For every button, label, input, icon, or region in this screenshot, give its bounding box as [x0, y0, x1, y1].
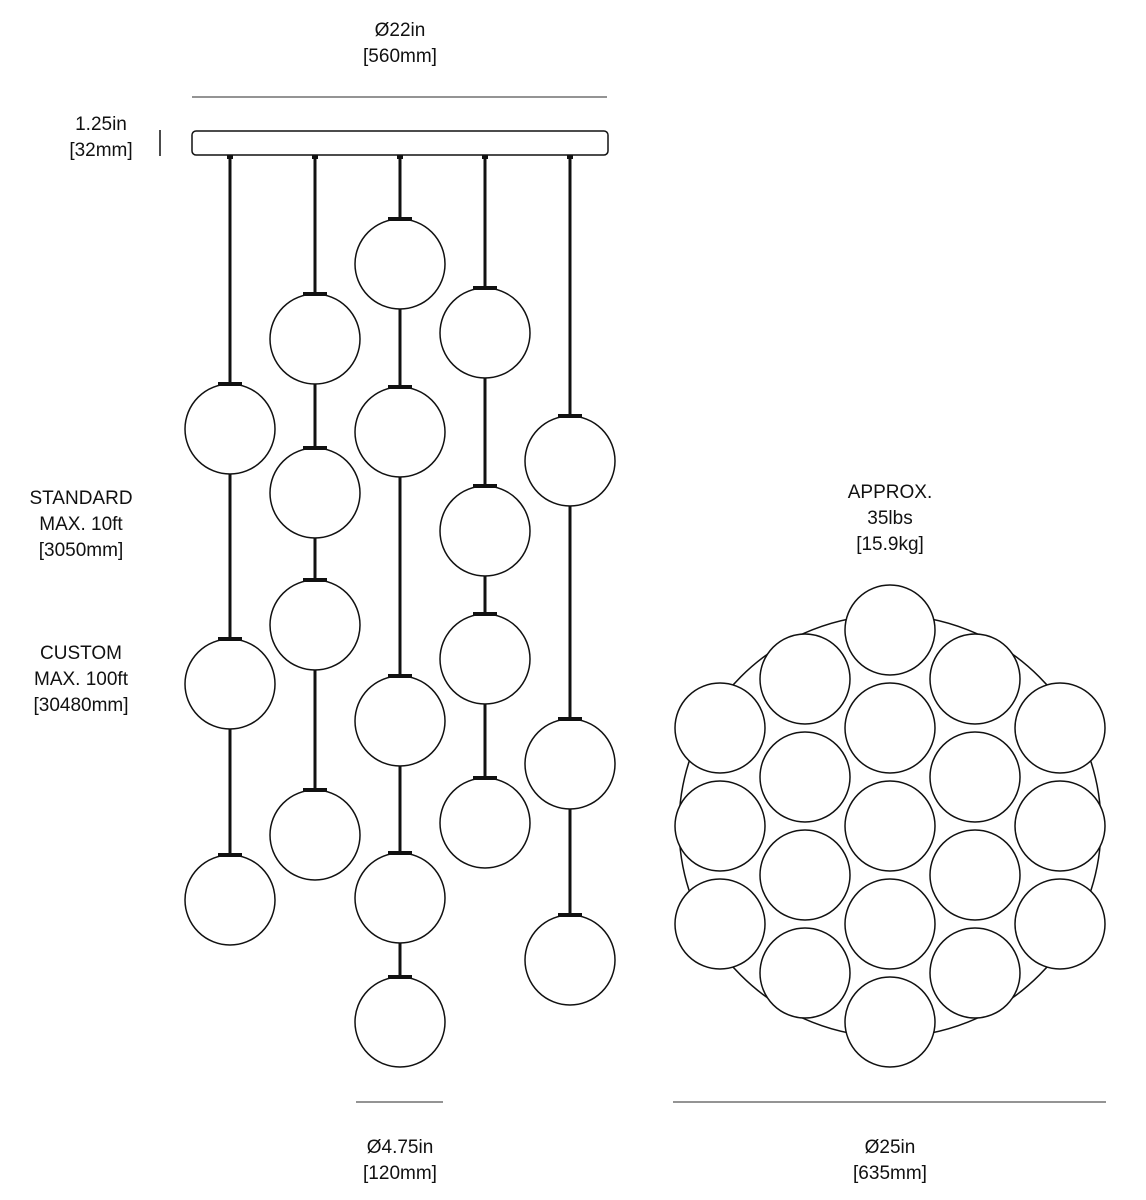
globe [269, 447, 361, 539]
plan-globe [674, 682, 766, 774]
globe-cap [558, 414, 582, 418]
globe-cap [218, 637, 242, 641]
standard-max-label: STANDARD MAX. 10ft [3050mm] [10, 486, 152, 564]
canopy-plate [191, 130, 609, 156]
globe-cap [388, 975, 412, 979]
globe [269, 789, 361, 881]
standard-max-title: STANDARD [29, 488, 133, 509]
globe [354, 218, 446, 310]
globe [354, 675, 446, 767]
overall-diameter-imperial: Ø25in [864, 1137, 916, 1158]
plan-globe [759, 633, 851, 725]
globe-cap [303, 292, 327, 296]
globe-cap [388, 851, 412, 855]
weight-metric: [15.9kg] [856, 534, 924, 555]
canopy-height-metric: [32mm] [69, 140, 133, 161]
globe-diameter-label: Ø4.75in [120mm] [340, 1135, 460, 1187]
globe-cap [473, 612, 497, 616]
globes-group [184, 217, 616, 1068]
weight-approx: APPROX. [847, 482, 933, 503]
globe-cap [558, 717, 582, 721]
plan-globe [759, 829, 851, 921]
overall-diameter-label: Ø25in [635mm] [830, 1135, 950, 1187]
cable-mount [482, 155, 488, 159]
globe [439, 287, 531, 379]
plan-globe [759, 731, 851, 823]
globe-diameter-imperial: Ø4.75in [366, 1137, 434, 1158]
plan-globes-group [674, 584, 1106, 1068]
globe-cap [303, 446, 327, 450]
weight-imperial: 35lbs [867, 508, 913, 529]
plan-globe [844, 780, 936, 872]
custom-max-length: MAX. 100ft [34, 669, 128, 690]
cable-mount [567, 155, 573, 159]
custom-max-label: CUSTOM MAX. 100ft [30480mm] [10, 641, 152, 719]
globe [524, 718, 616, 810]
cable-mount [227, 155, 233, 159]
plan-globe [929, 829, 1021, 921]
plan-globe [674, 780, 766, 872]
canopy-diameter-metric: [560mm] [363, 46, 437, 67]
globe-cap [303, 788, 327, 792]
globe [524, 415, 616, 507]
plan-globe [674, 878, 766, 970]
globe-cap [473, 286, 497, 290]
canopy-height-imperial: 1.25in [75, 114, 127, 135]
cable-mount [397, 155, 403, 159]
globe [184, 638, 276, 730]
globe-cap [388, 674, 412, 678]
standard-max-length: MAX. 10ft [39, 514, 123, 535]
plan-globe [929, 731, 1021, 823]
globe-cap [388, 385, 412, 389]
globe-cap [473, 776, 497, 780]
globe-cap [473, 484, 497, 488]
globe [184, 383, 276, 475]
globe [269, 293, 361, 385]
plan-globe [844, 976, 936, 1068]
plan-globe [844, 878, 936, 970]
plan-globe [1014, 878, 1106, 970]
standard-max-metric: [3050mm] [38, 540, 124, 561]
canopy-height-label: 1.25in [32mm] [46, 112, 156, 164]
globe-cap [303, 578, 327, 582]
plan-globe [929, 633, 1021, 725]
plan-globe [929, 927, 1021, 1019]
globe-cap [218, 382, 242, 386]
globe [439, 613, 531, 705]
custom-max-title: CUSTOM [40, 643, 122, 664]
cable-mount [312, 155, 318, 159]
plan-globe [1014, 682, 1106, 774]
globe [354, 976, 446, 1068]
canopy-diameter-label: Ø22in [560mm] [340, 18, 460, 70]
overall-diameter-metric: [635mm] [853, 1163, 927, 1184]
plan-globe [844, 584, 936, 676]
globe-diameter-metric: [120mm] [363, 1163, 437, 1184]
globe [439, 777, 531, 869]
globe [354, 386, 446, 478]
custom-max-metric: [30480mm] [33, 695, 129, 716]
weight-label: APPROX. 35lbs [15.9kg] [830, 480, 950, 558]
plan-globe [1014, 780, 1106, 872]
globe-cap [218, 853, 242, 857]
globe-cap [388, 217, 412, 221]
globe [269, 579, 361, 671]
globe [184, 854, 276, 946]
globe [439, 485, 531, 577]
globe-cap [558, 913, 582, 917]
plan-globe [759, 927, 851, 1019]
globe [354, 852, 446, 944]
canopy-diameter-imperial: Ø22in [374, 20, 426, 41]
plan-globe [844, 682, 936, 774]
globe [524, 914, 616, 1006]
